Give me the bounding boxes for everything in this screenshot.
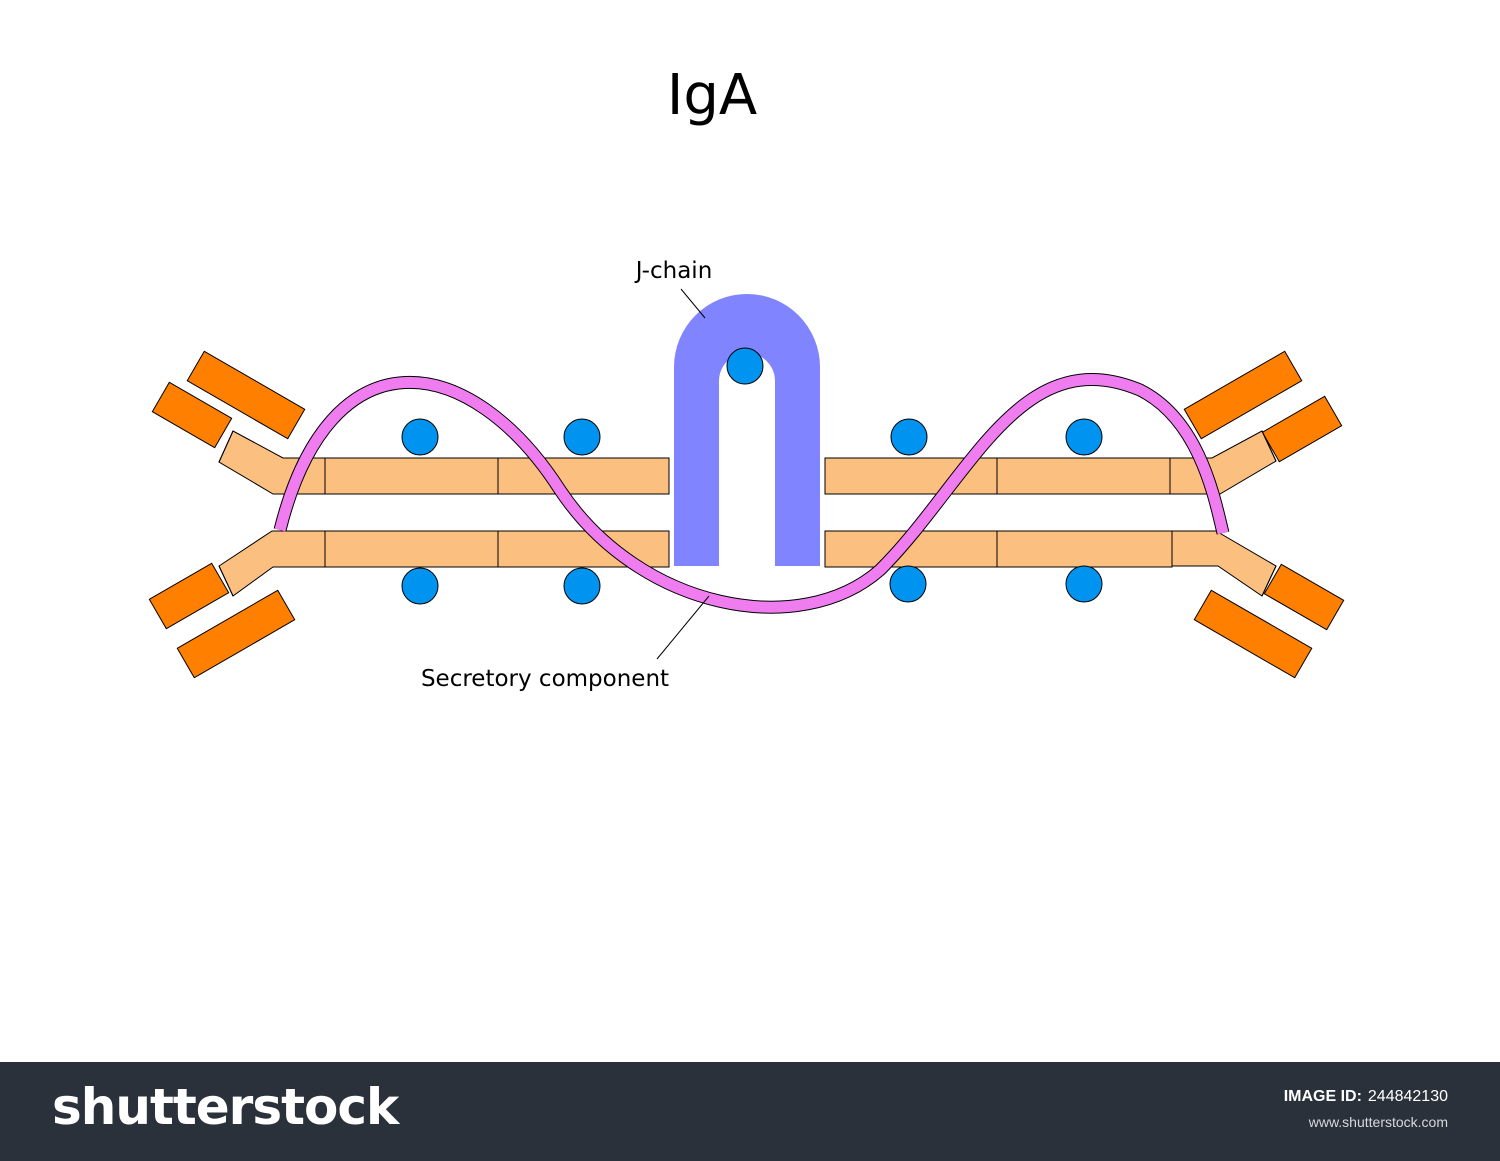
diagram-title: IgA bbox=[667, 63, 757, 128]
variable-domain bbox=[151, 381, 233, 449]
disulfide-dot bbox=[726, 347, 764, 385]
image-id-label: IMAGE ID: bbox=[1283, 1088, 1362, 1105]
disulfide-dot bbox=[890, 418, 928, 456]
constant-domain bbox=[996, 457, 1171, 495]
disulfide-dot bbox=[401, 567, 439, 605]
constant-domain-hinge bbox=[1171, 530, 1277, 597]
j-chain bbox=[674, 294, 820, 566]
image-id-value: 244842130 bbox=[1367, 1088, 1448, 1105]
variable-domain bbox=[1261, 395, 1343, 463]
disulfide-dot bbox=[563, 567, 601, 605]
disulfide-dot bbox=[889, 565, 927, 603]
variable-domain bbox=[1193, 589, 1313, 679]
disulfide-dot bbox=[563, 418, 601, 456]
secretory-component-label: Secretory component bbox=[421, 666, 669, 692]
left-monomer bbox=[148, 350, 670, 679]
constant-domain bbox=[497, 457, 670, 495]
variable-domain bbox=[1183, 350, 1303, 440]
secretory-component-fill bbox=[274, 374, 1229, 613]
j-chain-label: J-chain bbox=[634, 258, 713, 284]
right-monomer bbox=[824, 350, 1345, 679]
domain-divider bbox=[218, 430, 234, 463]
image-id-line: IMAGE ID: 244842130 bbox=[1284, 1088, 1448, 1106]
variable-domain bbox=[186, 350, 306, 440]
constant-domain bbox=[324, 530, 499, 568]
domain-divider bbox=[1261, 430, 1277, 462]
disulfide-dot bbox=[401, 418, 439, 456]
j-chain-leader-line bbox=[680, 288, 706, 319]
site-url: www.shutterstock.com bbox=[1308, 1114, 1448, 1130]
constant-domain bbox=[324, 457, 499, 495]
brand-logo: shutterstock bbox=[52, 1078, 399, 1136]
disulfide-dot bbox=[1065, 565, 1103, 603]
watermark-footer: shutterstock IMAGE ID: 244842130 www.shut… bbox=[0, 1062, 1500, 1161]
variable-domain bbox=[176, 589, 296, 679]
disulfide-dot bbox=[1065, 418, 1103, 456]
disulfide-dots bbox=[401, 347, 1103, 605]
constant-domain bbox=[996, 530, 1173, 568]
domain-divider bbox=[218, 565, 234, 597]
variable-domain bbox=[1263, 563, 1345, 631]
domain-divider bbox=[1261, 565, 1277, 597]
variable-domain bbox=[148, 562, 230, 630]
secretory-component-leader-line bbox=[656, 595, 710, 660]
constant-domain-hinge bbox=[218, 530, 326, 597]
constant-domain bbox=[497, 530, 670, 568]
